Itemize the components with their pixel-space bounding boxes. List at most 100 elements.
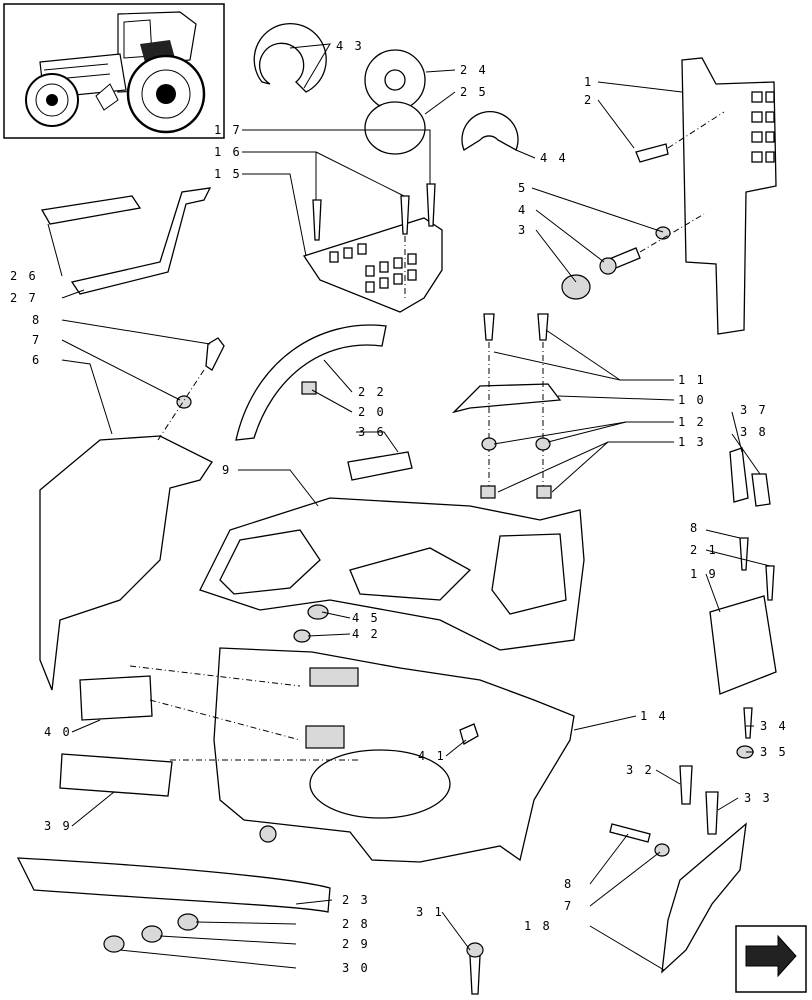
callout-15: 1 5 xyxy=(214,167,242,181)
callout-34: 3 4 xyxy=(760,719,788,733)
bolt-33 xyxy=(705,791,719,835)
callout-29: 2 9 xyxy=(342,937,370,951)
screw-31 xyxy=(469,955,481,995)
cover-36 xyxy=(347,451,413,481)
dash-panel-tray xyxy=(349,547,472,601)
plate-39 xyxy=(59,753,173,797)
lens-disc-25 xyxy=(364,101,426,155)
lower-panel-slot xyxy=(305,725,345,749)
screw-34 xyxy=(743,707,753,739)
callout-23: 2 3 xyxy=(342,893,370,907)
dash-panel-opening-left xyxy=(219,529,321,595)
callout-5: 5 xyxy=(518,181,527,195)
bracket-27 xyxy=(70,187,212,295)
dash-trim-10 xyxy=(451,383,562,414)
callout-3: 3 xyxy=(518,223,527,237)
callout-6: 6 xyxy=(32,353,41,367)
callout-30: 3 0 xyxy=(342,961,370,975)
callout-7a: 7 xyxy=(32,333,41,347)
callout-32: 3 2 xyxy=(626,763,654,777)
callout-18: 1 8 xyxy=(524,919,552,933)
callout-45: 4 5 xyxy=(352,611,380,625)
pillar-panel-part xyxy=(681,57,777,335)
callout-44: 4 4 xyxy=(540,151,568,165)
callout-43: 4 3 xyxy=(336,39,364,53)
callout-4: 4 xyxy=(518,203,527,217)
screw-17 xyxy=(426,183,436,227)
pillar-panel-slots xyxy=(751,91,775,163)
callout-26: 2 6 xyxy=(10,269,38,283)
callout-33: 3 3 xyxy=(744,791,772,805)
plug-41 xyxy=(459,723,479,745)
nut-29 xyxy=(141,925,163,943)
bolt-32 xyxy=(679,765,693,805)
callout-22: 2 2 xyxy=(358,385,386,399)
callout-8a: 8 xyxy=(32,313,41,327)
corner-guard-18 xyxy=(661,822,747,974)
callout-40: 4 0 xyxy=(44,725,72,739)
trim-38 xyxy=(751,473,771,507)
gauge-dial-43 xyxy=(253,23,327,93)
fender-part xyxy=(39,435,213,691)
screw-8b xyxy=(739,537,749,571)
callout-28: 2 8 xyxy=(342,917,370,931)
callout-37: 3 7 xyxy=(740,403,768,417)
callout-8c: 8 xyxy=(564,877,573,891)
callout-17: 1 7 xyxy=(214,123,242,137)
washer-part xyxy=(655,226,671,240)
switch-panel-buttons xyxy=(329,243,417,293)
bent-arrow-navigation-icon[interactable] xyxy=(735,925,807,993)
clip-20 xyxy=(301,381,317,395)
callout-24: 2 4 xyxy=(460,63,488,77)
washer-7 xyxy=(176,395,192,409)
callout-14: 1 4 xyxy=(640,709,668,723)
strip-23 xyxy=(16,857,331,913)
callout-labels: 4 3 2 4 2 5 4 4 1 2 5 4 3 1 7 1 6 1 5 2 … xyxy=(10,39,788,975)
callout-12: 1 2 xyxy=(678,415,706,429)
screw-11b xyxy=(537,313,549,341)
callout-38: 3 8 xyxy=(740,425,768,439)
callout-20: 2 0 xyxy=(358,405,386,419)
callout-9: 9 xyxy=(222,463,231,477)
arc-trim-part xyxy=(235,324,387,441)
callout-27: 2 7 xyxy=(10,291,38,305)
screw-8 xyxy=(205,337,225,371)
callout-16: 1 6 xyxy=(214,145,242,159)
trim-37 xyxy=(729,447,749,503)
callout-1: 1 xyxy=(584,75,593,89)
reflector-40 xyxy=(79,675,153,721)
callout-10: 1 0 xyxy=(678,393,706,407)
screw-8c xyxy=(609,823,651,843)
cap-part xyxy=(561,274,591,300)
screw-21 xyxy=(765,565,775,601)
nut-28 xyxy=(177,913,199,931)
callout-11: 1 1 xyxy=(678,373,706,387)
screw-11a xyxy=(483,313,495,341)
switch-bracket-19 xyxy=(709,595,777,695)
callout-7b: 7 xyxy=(564,899,573,913)
lower-panel-recess xyxy=(309,749,451,819)
callout-13: 1 3 xyxy=(678,435,706,449)
callout-35: 3 5 xyxy=(760,745,788,759)
callout-8b: 8 xyxy=(690,521,699,535)
bracket-plate-26 xyxy=(40,195,142,225)
leader-lines xyxy=(47,43,771,971)
dash-panel-opening-right xyxy=(491,533,567,615)
nut-30 xyxy=(103,935,125,953)
callout-31: 3 1 xyxy=(416,905,444,919)
callout-36: 3 6 xyxy=(358,425,386,439)
callout-41: 4 1 xyxy=(418,749,446,763)
callout-39: 3 9 xyxy=(44,819,72,833)
disc-segment-44 xyxy=(461,111,519,151)
callout-21: 2 1 xyxy=(690,543,718,557)
callout-2: 2 xyxy=(584,93,593,107)
callout-19: 1 9 xyxy=(690,567,718,581)
screw-part xyxy=(635,143,669,163)
callout-25: 2 5 xyxy=(460,85,488,99)
screw-16b xyxy=(400,195,410,235)
callout-42: 4 2 xyxy=(352,627,380,641)
screw-16a xyxy=(312,199,322,241)
tractor-thumbnail-icon xyxy=(3,3,225,139)
switch-panel-part xyxy=(302,217,443,313)
